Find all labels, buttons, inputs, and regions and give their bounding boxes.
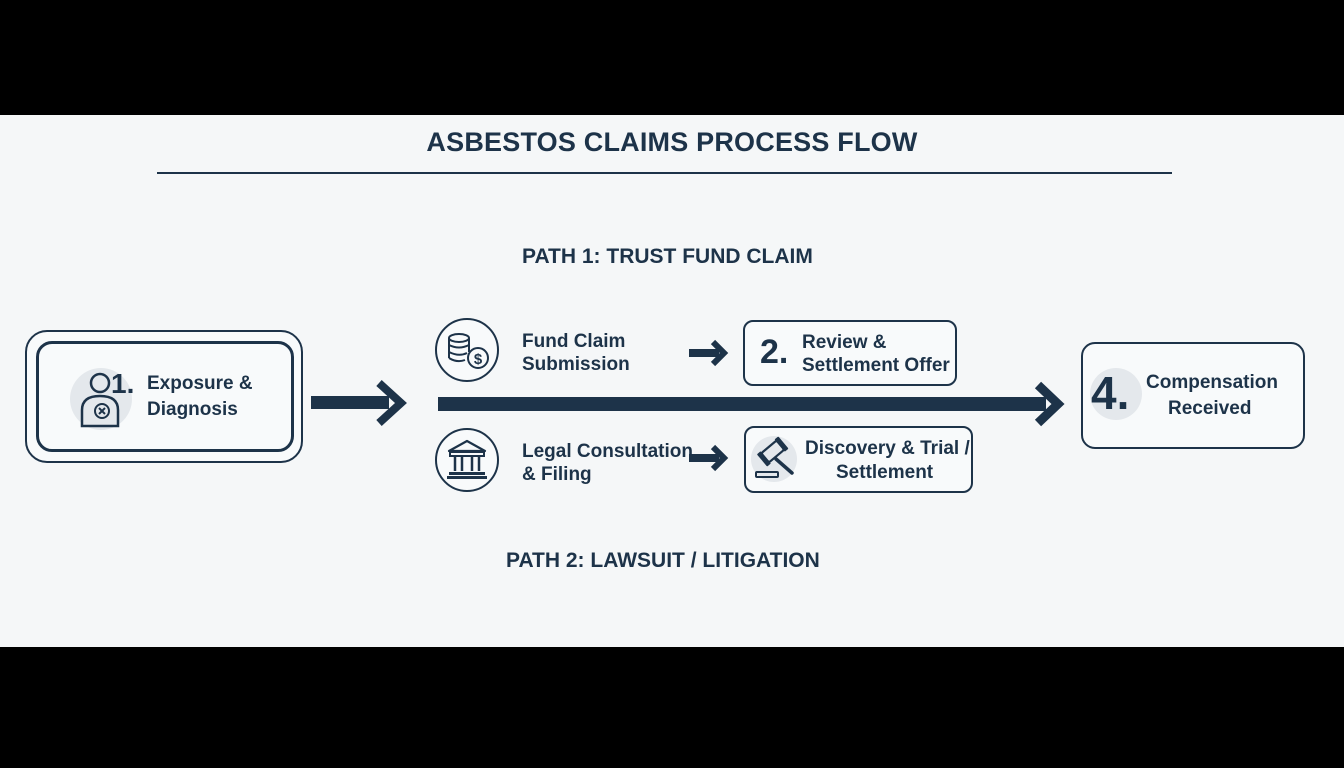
step1-label-line1: Exposure & <box>147 373 253 394</box>
path1-label: PATH 1: TRUST FUND CLAIM <box>522 245 813 268</box>
step4-box <box>1081 342 1305 449</box>
svg-text:$: $ <box>474 351 483 368</box>
step2-label-line1: Review & <box>802 332 887 353</box>
title-divider <box>157 172 1172 174</box>
step1-number: 1. <box>111 368 135 399</box>
arrow-step1-to-paths <box>311 380 407 426</box>
path2-label: PATH 2: LAWSUIT / LITIGATION <box>506 549 820 572</box>
step1-icon-backdrop <box>70 368 132 430</box>
legal-icon-circle <box>435 428 499 492</box>
fund-claim-label-line2: Submission <box>522 354 630 375</box>
courthouse-icon <box>447 439 487 479</box>
step4-number: 4. <box>1091 367 1130 419</box>
step1-inner-box <box>36 341 294 452</box>
arrow-legal-to-discovery <box>689 444 729 472</box>
arrow-fund-to-review <box>689 339 729 367</box>
diagram-title: ASBESTOS CLAIMS PROCESS FLOW <box>426 127 918 157</box>
discovery-label-line1: Discovery & Trial / <box>805 438 970 459</box>
fund-claim-icon-circle <box>435 318 499 382</box>
step2-box <box>743 320 957 386</box>
fund-claim-label-line1: Fund Claim <box>522 331 626 352</box>
gavel-icon <box>755 436 794 478</box>
person-diagnosis-icon <box>80 372 120 428</box>
step4-number-backdrop <box>1090 368 1142 420</box>
step2-number: 2. <box>760 333 789 371</box>
step2-label-line2: Settlement Offer <box>802 355 950 376</box>
legal-label-line1: Legal Consultation <box>522 441 693 462</box>
step4-label-line1: Compensation <box>1146 372 1278 393</box>
step1-label-line2: Diagnosis <box>147 399 238 420</box>
coins-dollar-icon: $ <box>448 333 489 369</box>
step4-label-line2: Received <box>1168 398 1252 419</box>
main-flow-arrow <box>438 381 1065 427</box>
legal-label-line2: & Filing <box>522 464 592 485</box>
discovery-label-line2: Settlement <box>836 462 934 483</box>
